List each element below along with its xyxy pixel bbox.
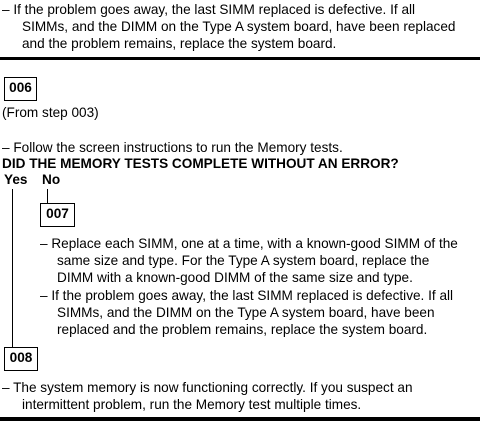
step-008-item-line-1: – The system memory is now functioning c… (2, 380, 413, 395)
step-008-item-line-2: intermittent problem, run the Memory tes… (22, 397, 362, 412)
no-flow-line (47, 189, 48, 203)
step-007-item1-line-2: same size and type. For the Type A syste… (57, 253, 430, 268)
yes-flow-line (12, 189, 13, 347)
top-item-line-1: – If the problem goes away, the last SIM… (2, 2, 416, 17)
step-006-box: 006 (4, 77, 37, 101)
step-007-item2-line-1: – If the problem goes away, the last SIM… (40, 288, 454, 303)
step-006-instruction: – Follow the screen instructions to run … (2, 140, 343, 155)
answer-no: No (42, 172, 61, 187)
step-007-item2-line-3: replaced and the problem remains, replac… (57, 322, 428, 337)
step-006-from: (From step 003) (2, 105, 99, 120)
step-007-item1-line-3: DIMM with a known-good DIMM of the same … (57, 270, 413, 285)
step-007-box: 007 (40, 203, 75, 227)
step-008-box: 008 (4, 347, 38, 371)
step-006-question: DID THE MEMORY TESTS COMPLETE WITHOUT AN… (2, 156, 399, 171)
top-item-line-3: and the problem remains, replace the sys… (22, 36, 337, 51)
step-007-item2-line-2: SIMMs, and the DIMM on the Type A system… (57, 305, 435, 320)
top-item-line-2: SIMMs, and the DIMM on the Type A system… (22, 19, 456, 34)
section-divider-bottom (0, 417, 480, 421)
step-007-item1-line-1: – Replace each SIMM, one at a time, with… (40, 236, 458, 251)
section-divider-top (0, 57, 480, 60)
answer-yes: Yes (4, 172, 28, 187)
